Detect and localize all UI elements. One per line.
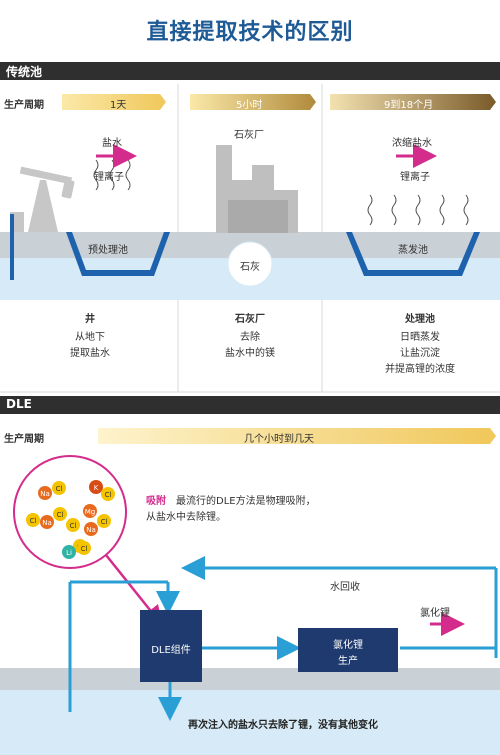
lime-label: 石灰 (240, 262, 260, 273)
lime-plant-icon (216, 145, 298, 233)
section-bar-dle (0, 396, 500, 414)
col2-line-2: 盐水中的镁 (225, 348, 275, 359)
ion-na-bubble (40, 515, 54, 529)
dle-duration: 几个小时到几天 (244, 434, 314, 445)
ion-li-label: Li (66, 549, 72, 557)
adsorption-keyword: 吸附 (146, 496, 166, 507)
dle-unit-box (140, 610, 202, 682)
pipes (68, 556, 498, 721)
ion-cl-bubble (52, 481, 66, 495)
duration-3: 9到18个月 (384, 100, 434, 111)
ion-cl-bubble (97, 514, 111, 528)
ion-na-label: Na (42, 519, 52, 527)
ion-cl-bubble (77, 541, 91, 555)
licl-production-line-2: 生产 (338, 656, 358, 667)
ion-k-label: K (94, 484, 99, 492)
ion-cl-label: Cl (70, 522, 77, 530)
water-band-dle (0, 690, 500, 755)
col1-line-1: 从地下 (75, 332, 105, 343)
lithium-ion-label-2: 锂离子 (400, 172, 430, 183)
col3-heading: 处理池 (405, 314, 435, 325)
ion-na-bubble (84, 522, 98, 536)
col3-line-3: 并提高锂的浓度 (385, 364, 455, 375)
ion-na-bubble (38, 486, 52, 500)
ion-group: NaClKClNaClClMgClClNaClLiCl (26, 480, 115, 559)
ion-cl-label: Cl (30, 517, 37, 525)
lithium-ion-label: 锂离子 (94, 172, 124, 183)
cycle-arrow-dle (98, 428, 496, 444)
adsorption-text-1: 最流行的DLE方法是物理吸附， (176, 496, 316, 507)
col3-line-2: 让盐沉淀 (400, 348, 440, 359)
col1-heading: 井 (85, 314, 95, 325)
cycle-arrow-3 (330, 94, 496, 110)
ion-cl-label: Cl (101, 518, 108, 526)
col1-line-2: 提取盐水 (70, 348, 110, 359)
lime-plant-label: 石灰厂 (234, 130, 264, 141)
ion-cl-bubble (53, 507, 67, 521)
duration-1: 1天 (110, 100, 127, 111)
evap-pool-label: 蒸发池 (398, 245, 428, 256)
duration-2: 5小时 (236, 100, 263, 111)
section-label-traditional: 传统池 (6, 65, 43, 79)
ion-cl-bubble (26, 513, 40, 527)
ion-cl-bubble (101, 487, 115, 501)
dle-cycle-label: 生产周期 (4, 434, 44, 445)
licl-output-label: 氯化锂 (420, 608, 450, 619)
dle-unit-label: DLE组件 (151, 645, 191, 656)
ion-cl-label: Cl (81, 545, 88, 553)
well-pipe (10, 214, 14, 280)
page-title: 直接提取技术的区别 (146, 20, 354, 45)
bottom-note: 再次注入的盐水只去除了锂，没有其他变化 (188, 720, 378, 731)
licl-production-line-1: 氯化锂 (333, 640, 363, 651)
ion-mg-label: Mg (85, 508, 95, 516)
ion-cl-label: Cl (56, 485, 63, 493)
ion-na-label: Na (40, 490, 50, 498)
col3-line-1: 日晒蒸发 (400, 332, 440, 343)
concentrated-brine-label: 浓缩盐水 (392, 138, 432, 149)
ion-cl-label: Cl (105, 491, 112, 499)
licl-production-box (298, 628, 398, 672)
ion-cl-label: Cl (57, 511, 64, 519)
ion-cl-bubble (66, 518, 80, 532)
lime-circle (227, 241, 273, 287)
col2-line-1: 去除 (240, 332, 260, 343)
col2-heading: 石灰厂 (235, 314, 265, 325)
section-bar-traditional (0, 62, 500, 80)
prepool-label: 预处理池 (88, 245, 128, 256)
ion-na-label: Na (86, 526, 96, 534)
cycle-arrow-1 (62, 94, 166, 110)
ion-li-bubble (62, 545, 76, 559)
brine-label: 盐水 (102, 138, 122, 149)
ion-mg-bubble (83, 504, 97, 518)
ion-k-bubble (89, 480, 103, 494)
cycle-label: 生产周期 (4, 100, 44, 111)
section-label-dle: DLE (6, 397, 32, 411)
pumpjack-icon (10, 166, 75, 232)
adsorption-text-2: 从盐水中去除锂。 (146, 512, 226, 523)
cycle-arrow-2 (190, 94, 316, 110)
ground-band-dle (0, 668, 500, 690)
water-recycle-label: 水回收 (330, 582, 360, 593)
